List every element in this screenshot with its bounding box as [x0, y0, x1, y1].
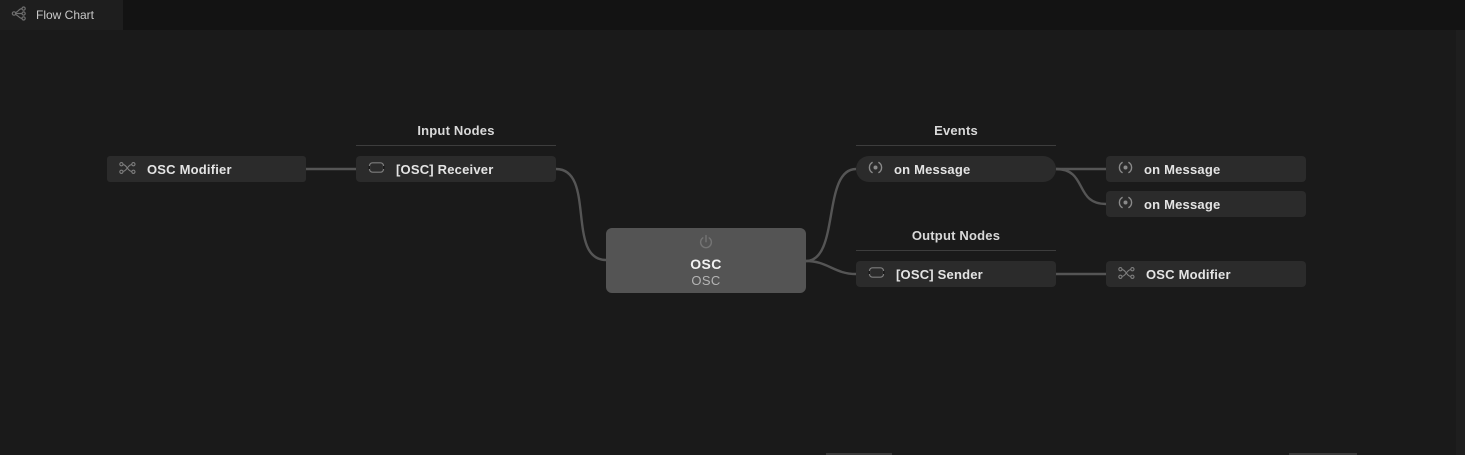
shuffle-icon	[1118, 266, 1135, 283]
shuffle-icon	[119, 161, 136, 178]
wire-event-to-onmessage2	[1055, 167, 1107, 206]
section-divider-output-nodes	[856, 250, 1056, 251]
vertical-scrollbar[interactable]	[1456, 30, 1465, 455]
node-label: on Message	[1144, 161, 1221, 177]
section-title-output-nodes: Output Nodes	[911, 228, 1001, 243]
node-on-message-1[interactable]: on Message	[1106, 156, 1306, 182]
tab-flow-chart[interactable]: Flow Chart	[0, 0, 123, 30]
event-icon	[868, 160, 883, 178]
node-label: on Message	[894, 161, 971, 177]
node-osc-modifier-left[interactable]: OSC Modifier	[107, 156, 306, 182]
section-divider-input-nodes	[356, 145, 556, 146]
wire-receiver-to-center	[555, 167, 607, 262]
power-icon	[698, 234, 714, 255]
titlebar: Flow Chart	[0, 0, 1465, 30]
node-osc-receiver[interactable]: [OSC] Receiver	[356, 156, 556, 182]
node-label: [OSC] Receiver	[396, 161, 494, 177]
event-icon	[1118, 160, 1133, 178]
module-box-icon	[868, 266, 885, 282]
node-label: OSC Modifier	[147, 161, 232, 177]
node-osc-center[interactable]: OSC OSC	[606, 228, 806, 293]
node-event-on-message[interactable]: on Message	[856, 156, 1056, 182]
wire-center-to-sender	[805, 259, 857, 276]
section-title-input-nodes: Input Nodes	[417, 123, 495, 138]
node-on-message-2[interactable]: on Message	[1106, 191, 1306, 217]
module-box-icon	[368, 161, 385, 177]
node-label: on Message	[1144, 196, 1221, 212]
wire-center-to-event	[805, 167, 857, 263]
node-label: OSC Modifier	[1146, 266, 1231, 282]
flow-chart-icon	[11, 6, 27, 24]
node-label: [OSC] Sender	[896, 266, 983, 282]
node-osc-sender[interactable]: [OSC] Sender	[856, 261, 1056, 287]
event-icon	[1118, 195, 1133, 213]
center-node-subtitle: OSC	[691, 272, 721, 288]
section-divider-events	[856, 145, 1056, 146]
offscreen-node-edge	[826, 453, 892, 455]
center-node-title: OSC	[690, 255, 722, 272]
section-title-events: Events	[934, 123, 978, 138]
offscreen-node-edge	[1289, 453, 1357, 455]
node-osc-modifier-right[interactable]: OSC Modifier	[1106, 261, 1306, 287]
tab-label: Flow Chart	[36, 8, 95, 22]
